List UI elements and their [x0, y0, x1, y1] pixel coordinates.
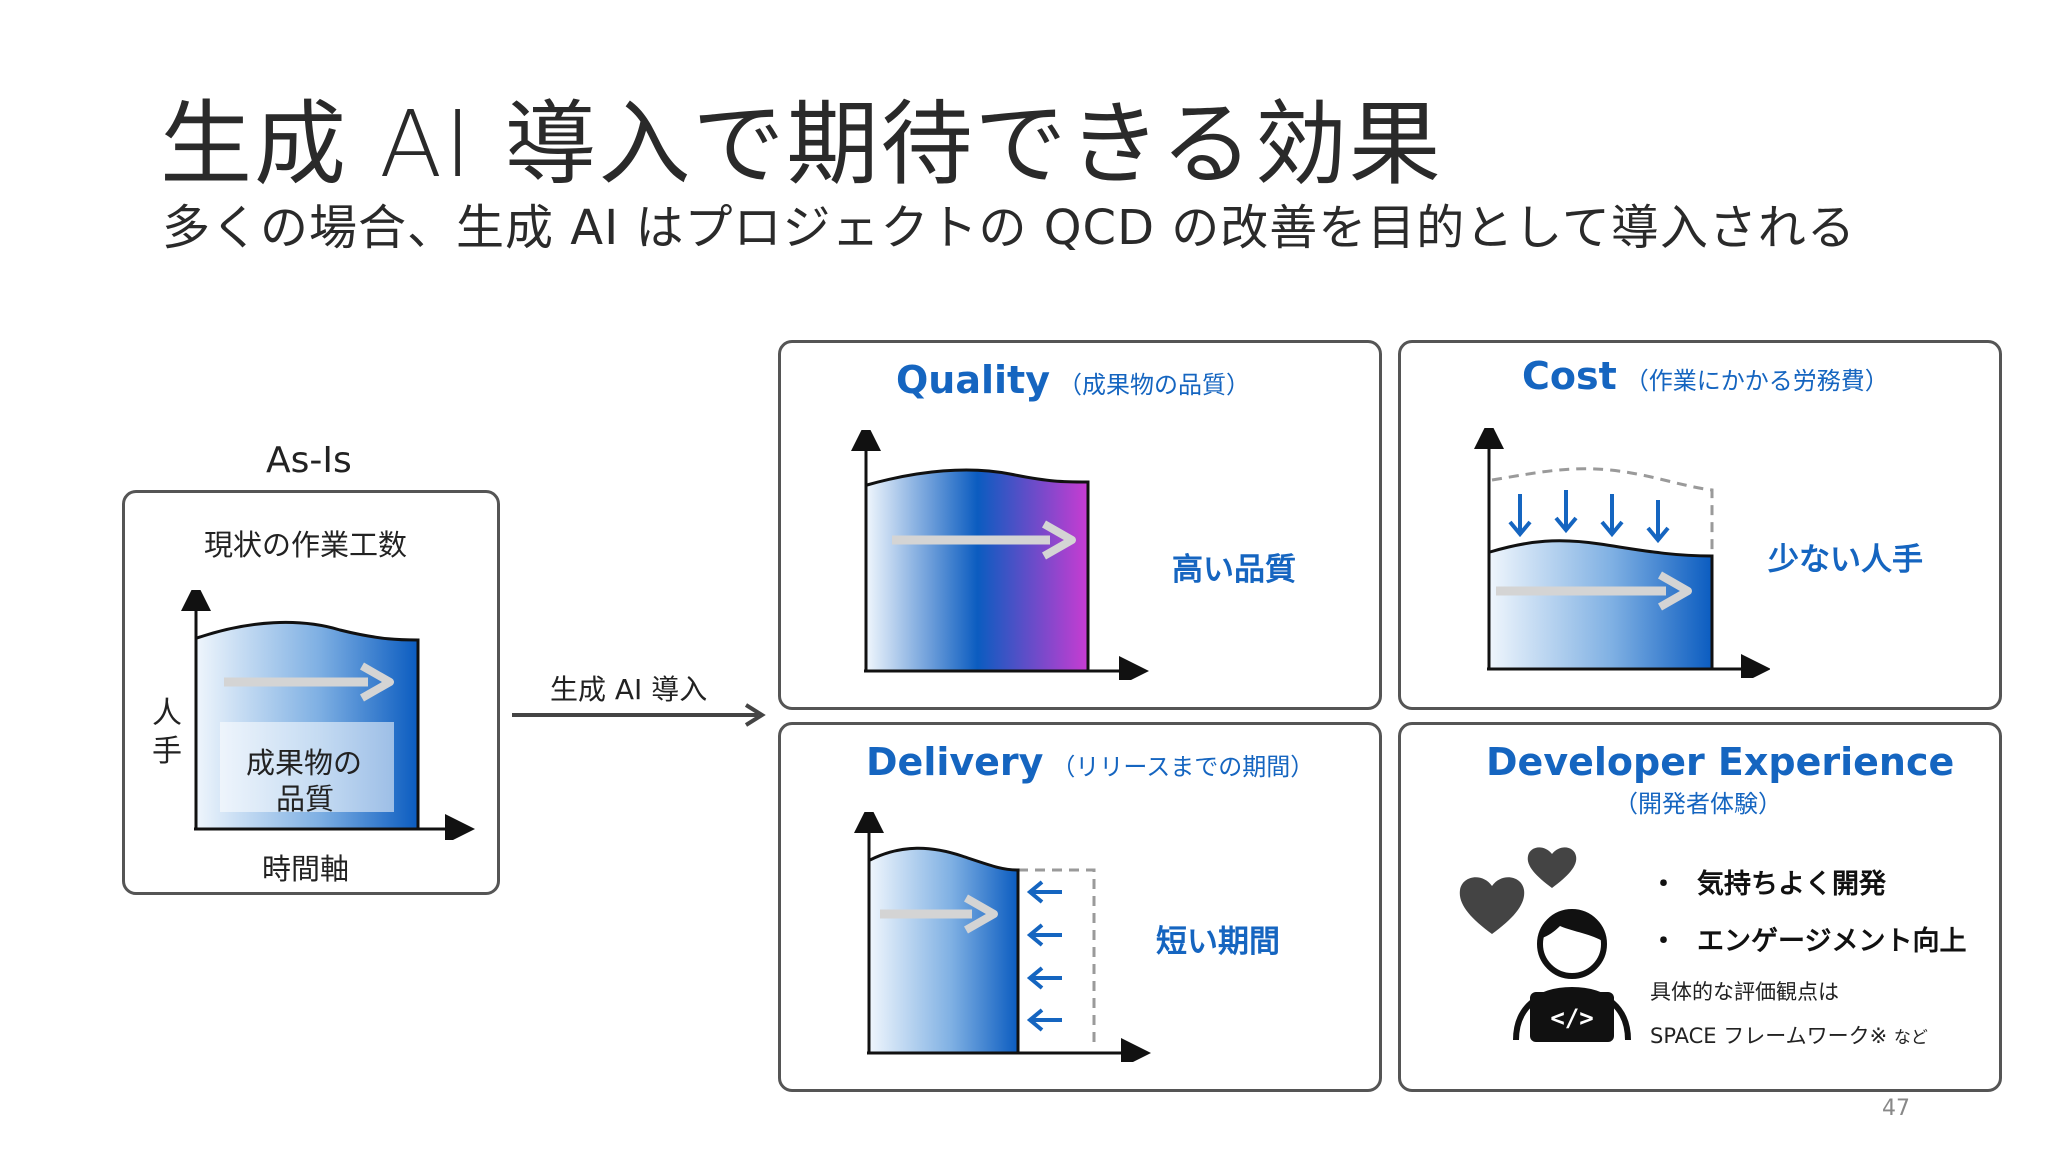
devex-bullet-1: ・気持ちよく開発 [1650, 869, 1886, 900]
large-heart-icon [1459, 877, 1525, 934]
as-is-y-label-2: 手 [152, 734, 182, 769]
cost-title: Cost（作業にかかる労務費） [1522, 354, 1889, 398]
delivery-original-outline [1018, 868, 1096, 1046]
slide-subtitle: 多くの場合、生成 AI はプロジェクトの QCD の改善を目的として導入される [162, 200, 1856, 256]
quality-result: 高い品質 [1172, 552, 1296, 588]
cost-result: 少ない人手 [1768, 542, 1923, 578]
devex-list: ・気持ちよく開発 ・エンゲージメント向上 具体的な評価観点は SPACE フレー… [1650, 862, 1966, 1050]
code-icon-text: </> [1550, 1004, 1593, 1032]
as-is-x-label: 時間軸 [262, 852, 350, 886]
quality-title: Quality （成果物の品質） [896, 358, 1250, 402]
delivery-area [870, 848, 1018, 1052]
as-is-y-label-1: 人 [152, 696, 182, 731]
as-is-chart [181, 590, 475, 840]
cost-chart [1474, 428, 1770, 678]
as-is-box-title: 現状の作業工数 [204, 528, 408, 562]
devex-subtitle: （開発者体験） [1614, 790, 1782, 818]
delivery-title-main: Delivery [866, 740, 1044, 784]
quality-title-sub: （成果物の品質） [1058, 371, 1250, 399]
cost-area [1490, 540, 1712, 668]
developer-heart-icon [1459, 847, 1577, 934]
cost-down-arrows [1508, 490, 1670, 544]
cost-title-main: Cost [1522, 354, 1617, 398]
as-is-inner-label-2: 品質 [276, 782, 335, 816]
quality-title-main: Quality [896, 358, 1050, 402]
devex-bullet-2: ・エンゲージメント向上 [1650, 926, 1967, 957]
cost-title-sub: （作業にかかる労務費） [1624, 367, 1889, 395]
devex-title: Developer Experience [1486, 740, 1955, 784]
developer-person-icon: </> [1513, 909, 1631, 1042]
transition-arrow [512, 703, 766, 727]
as-is-quality-box [220, 722, 394, 812]
transition-label: 生成 AI 導入 [550, 673, 708, 706]
delivery-left-arrows [1026, 880, 1062, 1032]
devex-note-2: SPACE フレームワーク※ など [1650, 1024, 1928, 1048]
quality-area [867, 469, 1088, 670]
delivery-result: 短い期間 [1156, 924, 1280, 960]
devex-note-1: 具体的な評価観点は [1650, 980, 1839, 1004]
delivery-title-sub: （リリースまでの期間） [1051, 753, 1315, 781]
small-heart-icon [1527, 847, 1577, 888]
slide-title: 生成 AI 導入で期待できる効果 [160, 91, 1443, 198]
as-is-heading: As-Is [266, 440, 352, 481]
delivery-chart [854, 812, 1151, 1062]
cost-original-outline [1491, 467, 1714, 558]
page-number: 47 [1882, 1096, 1910, 1121]
delivery-title: Delivery（リリースまでの期間） [866, 740, 1314, 784]
as-is-inner-label-1: 成果物の [246, 746, 363, 780]
quality-chart [851, 430, 1149, 680]
